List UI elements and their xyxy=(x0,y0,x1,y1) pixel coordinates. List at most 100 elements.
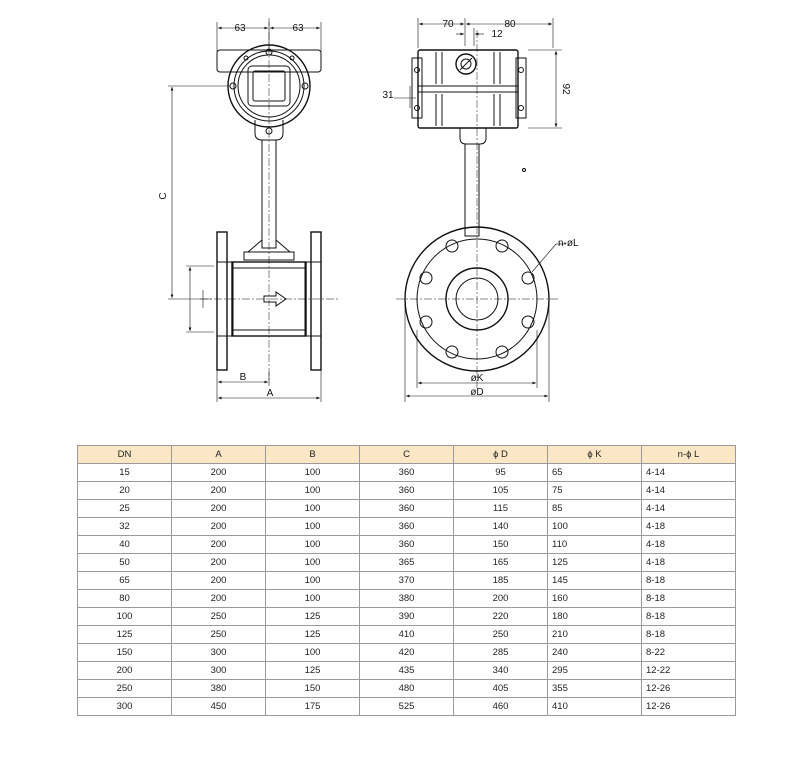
cell-k: 145 xyxy=(547,571,642,590)
cell-nl: 8-22 xyxy=(641,643,736,662)
cell-c: 360 xyxy=(359,517,454,536)
cell-nl: 4-14 xyxy=(641,499,736,518)
cell-dn: 15 xyxy=(77,463,172,482)
cell-nl: 4-18 xyxy=(641,553,736,572)
cell-k: 210 xyxy=(547,625,642,644)
table-header-row: DN A B C ϕ D ϕ K n-ϕ L xyxy=(77,445,736,464)
cell-b: 125 xyxy=(265,625,360,644)
dim-k-label: øK xyxy=(471,373,484,384)
cell-dn: 20 xyxy=(77,481,172,500)
cell-a: 200 xyxy=(171,571,266,590)
cell-b: 100 xyxy=(265,553,360,572)
dim-63-right: 63 xyxy=(292,23,304,34)
cell-c: 480 xyxy=(359,679,454,698)
cell-b: 175 xyxy=(265,697,360,716)
cell-dn: 300 xyxy=(77,697,172,716)
cell-d: 150 xyxy=(453,535,548,554)
cell-dn: 40 xyxy=(77,535,172,554)
cell-b: 100 xyxy=(265,643,360,662)
header-c: C xyxy=(359,445,454,464)
cell-a: 380 xyxy=(171,679,266,698)
cell-a: 300 xyxy=(171,643,266,662)
cell-a: 200 xyxy=(171,535,266,554)
cell-a: 200 xyxy=(171,481,266,500)
cell-a: 450 xyxy=(171,697,266,716)
cell-dn: 100 xyxy=(77,607,172,626)
cell-k: 180 xyxy=(547,607,642,626)
cell-d: 340 xyxy=(453,661,548,680)
cell-b: 150 xyxy=(265,679,360,698)
cell-k: 100 xyxy=(547,517,642,536)
cell-c: 365 xyxy=(359,553,454,572)
cell-dn: 250 xyxy=(77,679,172,698)
cell-k: 355 xyxy=(547,679,642,698)
cell-k: 240 xyxy=(547,643,642,662)
dim-n-l-label: n-øL xyxy=(558,238,579,249)
cell-c: 435 xyxy=(359,661,454,680)
cell-k: 295 xyxy=(547,661,642,680)
side-view: 70 80 12 31 xyxy=(382,18,579,402)
cell-dn: 50 xyxy=(77,553,172,572)
cell-dn: 125 xyxy=(77,625,172,644)
cell-dn: 80 xyxy=(77,589,172,608)
cell-c: 360 xyxy=(359,481,454,500)
cell-dn: 25 xyxy=(77,499,172,518)
cell-b: 100 xyxy=(265,463,360,482)
cell-a: 250 xyxy=(171,607,266,626)
dim-d-label: øD xyxy=(470,387,483,398)
cell-d: 200 xyxy=(453,589,548,608)
cell-nl: 12-26 xyxy=(641,697,736,716)
cell-dn: 32 xyxy=(77,517,172,536)
cell-k: 110 xyxy=(547,535,642,554)
cell-dn: 200 xyxy=(77,661,172,680)
dim-a-label: A xyxy=(267,388,274,399)
header-a: A xyxy=(171,445,266,464)
dim-63-left: 63 xyxy=(234,23,246,34)
cell-b: 100 xyxy=(265,535,360,554)
cell-b: 125 xyxy=(265,607,360,626)
dim-92: 92 xyxy=(560,83,571,95)
cell-nl: 8-18 xyxy=(641,589,736,608)
cell-a: 200 xyxy=(171,499,266,518)
front-view: 63 63 xyxy=(158,18,338,402)
cell-a: 300 xyxy=(171,661,266,680)
cell-d: 460 xyxy=(453,697,548,716)
cell-nl: 4-14 xyxy=(641,463,736,482)
header-b: B xyxy=(265,445,360,464)
cell-d: 140 xyxy=(453,517,548,536)
cell-c: 360 xyxy=(359,499,454,518)
dim-70: 70 xyxy=(442,19,454,30)
cell-a: 200 xyxy=(171,517,266,536)
cell-c: 420 xyxy=(359,643,454,662)
cell-c: 360 xyxy=(359,463,454,482)
cell-a: 250 xyxy=(171,625,266,644)
cell-nl: 12-22 xyxy=(641,661,736,680)
cell-d: 285 xyxy=(453,643,548,662)
cell-k: 85 xyxy=(547,499,642,518)
cell-d: 220 xyxy=(453,607,548,626)
cell-k: 410 xyxy=(547,697,642,716)
header-nl: n-ϕ L xyxy=(641,445,736,464)
cell-k: 65 xyxy=(547,463,642,482)
cell-d: 250 xyxy=(453,625,548,644)
cell-nl: 12-26 xyxy=(641,679,736,698)
cell-c: 410 xyxy=(359,625,454,644)
dim-b-label: B xyxy=(240,372,247,383)
cell-nl: 4-18 xyxy=(641,535,736,554)
cell-b: 100 xyxy=(265,481,360,500)
cell-a: 200 xyxy=(171,589,266,608)
cell-b: 125 xyxy=(265,661,360,680)
cell-c: 390 xyxy=(359,607,454,626)
